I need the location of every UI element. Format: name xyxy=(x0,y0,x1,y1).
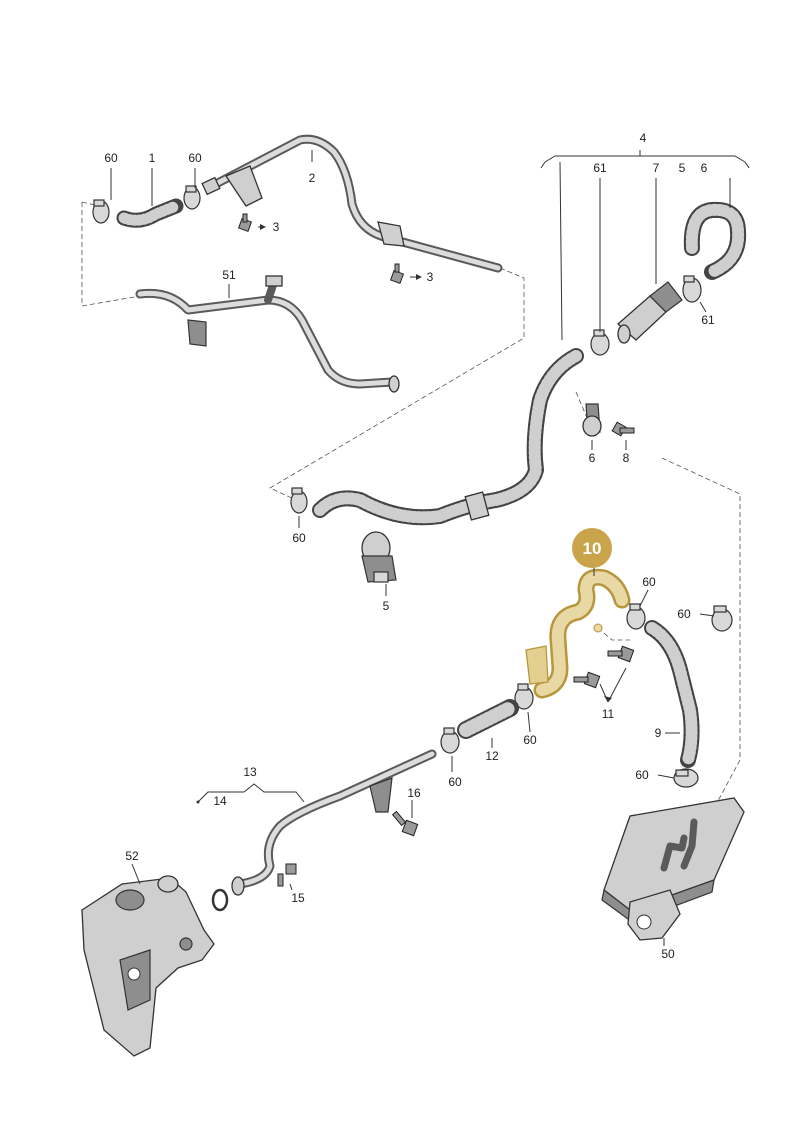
bolt-8 xyxy=(611,421,635,437)
clamp-60-right-hose10 xyxy=(626,603,646,630)
label-61-top: 61 xyxy=(593,161,607,175)
label-60-far-right: 60 xyxy=(677,607,691,621)
valve-7 xyxy=(617,281,683,344)
label-50: 50 xyxy=(661,947,675,961)
label-60-a: 60 xyxy=(104,151,118,165)
label-13: 13 xyxy=(243,765,257,779)
label-60-hose10-lower: 60 xyxy=(523,733,537,747)
label-3-lower: 3 xyxy=(427,270,434,284)
label-9: 9 xyxy=(655,726,662,740)
highlight-badge-10[interactable]: 10 xyxy=(572,528,612,568)
pipe-2 xyxy=(201,134,503,273)
label-15: 15 xyxy=(291,891,305,905)
clamp-60-near-9 xyxy=(673,768,699,788)
bolt-3-lower xyxy=(389,263,405,285)
badge-label-10: 10 xyxy=(583,539,602,558)
pipe-13 xyxy=(231,749,437,896)
clamp-60-mid-left xyxy=(290,487,308,514)
bolt-11-upper xyxy=(607,645,635,663)
clamp-61-left xyxy=(590,329,610,356)
housing-52 xyxy=(81,875,215,1057)
hose-10-highlighted xyxy=(525,568,631,699)
label-3-upper: 3 xyxy=(273,220,280,234)
clamp-60-hose10-lower xyxy=(514,683,534,710)
hose-9 xyxy=(644,620,700,768)
hose-6-curved xyxy=(683,201,747,280)
clamp-60-top-mid xyxy=(183,185,201,210)
hose-12 xyxy=(457,699,519,739)
label-11: 11 xyxy=(602,707,615,721)
part-labels: 60 1 60 2 3 3 51 4 61 7 5 6 61 6 8 60 5 … xyxy=(104,131,715,961)
arrow-tips xyxy=(196,161,750,804)
dashed-grouping-lines xyxy=(81,201,741,839)
label-4: 4 xyxy=(640,131,647,145)
o-ring xyxy=(211,888,229,912)
clamp-60-near-12 xyxy=(440,727,460,754)
label-16: 16 xyxy=(407,786,421,800)
label-12: 12 xyxy=(485,749,499,763)
label-60-mid-left: 60 xyxy=(292,531,306,545)
hose-4-long xyxy=(312,348,584,526)
label-7: 7 xyxy=(653,161,660,175)
label-61-right: 61 xyxy=(701,313,715,327)
label-1: 1 xyxy=(149,151,156,165)
label-60-near-9: 60 xyxy=(635,768,649,782)
label-60-b: 60 xyxy=(188,151,202,165)
clamp-60-top-left xyxy=(92,199,110,224)
label-5-top: 5 xyxy=(679,161,686,175)
cooler-50 xyxy=(601,797,745,941)
label-8: 8 xyxy=(623,451,630,465)
leader-lines xyxy=(110,150,746,946)
label-60-right-hose10: 60 xyxy=(642,575,656,589)
bolt-3-upper xyxy=(237,213,253,233)
label-52: 52 xyxy=(125,849,139,863)
hose-1 xyxy=(116,198,184,228)
bolt-16 xyxy=(391,810,419,837)
label-6-mid: 6 xyxy=(589,451,596,465)
bracket-5 xyxy=(361,531,397,583)
bolt-11-lower xyxy=(573,671,601,689)
label-5-mid: 5 xyxy=(383,599,390,613)
clamp-60-far-right xyxy=(711,605,733,632)
label-14: 14 xyxy=(213,794,227,808)
label-6-top: 6 xyxy=(701,161,708,175)
clamp-61-right xyxy=(682,275,702,303)
bracket-6 xyxy=(582,403,602,437)
label-51: 51 xyxy=(222,268,236,282)
label-2: 2 xyxy=(309,171,316,185)
bolt-15 xyxy=(277,863,297,887)
label-60-near-12: 60 xyxy=(448,775,462,789)
pipe-51 xyxy=(135,275,400,393)
